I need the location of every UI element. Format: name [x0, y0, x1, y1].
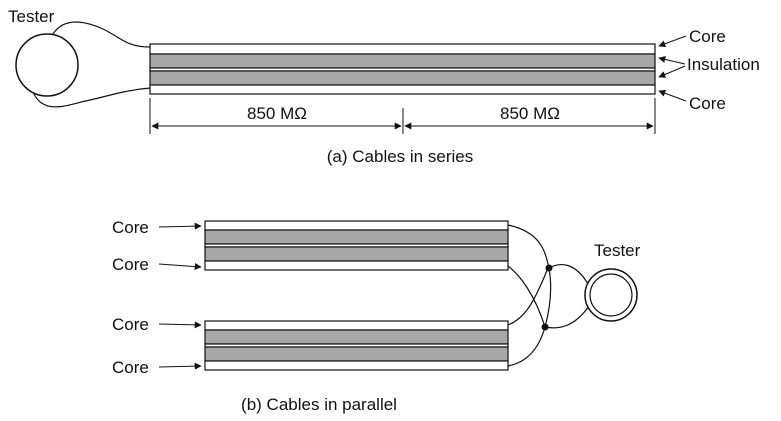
- parallel-core-label-3: Core: [112, 315, 149, 334]
- parallel-caption: (b) Cables in parallel: [241, 395, 397, 414]
- parallel-wire-to-tester-top: [548, 264, 589, 285]
- series-insulation-arrow-top: [658, 56, 686, 65]
- parallel-core-arrow-4: [158, 362, 202, 370]
- parallel-junction-top: [545, 264, 553, 272]
- parallel-core-arrow-2: [158, 263, 202, 271]
- parallel-upper-cable: [204, 220, 509, 271]
- series-insulation-arrow-bottom: [658, 65, 686, 78]
- series-cable: [149, 43, 656, 95]
- parallel-tester-inner-ring: [589, 273, 633, 317]
- series-upper-lead: [52, 21, 151, 48]
- parallel-core-arrow-3: [158, 321, 202, 329]
- parallel-wire-to-tester-bottom: [544, 305, 590, 329]
- series-core-bottom-label: Core: [689, 94, 726, 113]
- series-resistance-left: 850 MΩ: [247, 104, 307, 123]
- series-tester-icon: [15, 33, 79, 97]
- parallel-tester-label: Tester: [594, 241, 641, 260]
- parallel-core-label-2: Core: [112, 255, 149, 274]
- series-insulation-label: Insulation: [687, 55, 760, 74]
- parallel-core-label-4: Core: [112, 358, 149, 377]
- parallel-core-arrow-1: [158, 222, 202, 230]
- series-diagram: Tester Core Insulation Core 850 MΩ 850 M…: [8, 7, 760, 166]
- parallel-wire-upper-bottom: [507, 265, 546, 328]
- series-caption: (a) Cables in series: [327, 147, 473, 166]
- parallel-wire-upper-top: [507, 224, 552, 367]
- series-resistance-right: 850 MΩ: [500, 104, 560, 123]
- parallel-tester-icon: [584, 268, 638, 322]
- parallel-junction-bottom: [541, 323, 549, 331]
- series-core-bottom-arrow: [658, 89, 687, 102]
- parallel-diagram: Core Core Core Core Tester (b) Cables in…: [112, 218, 641, 414]
- parallel-wire-lower-top: [507, 267, 549, 326]
- parallel-lower-cable: [204, 320, 509, 371]
- series-core-top-arrow: [658, 35, 687, 48]
- series-tester-label: Tester: [8, 7, 55, 26]
- series-core-top-label: Core: [689, 27, 726, 46]
- series-lower-lead: [33, 87, 151, 108]
- parallel-core-label-1: Core: [112, 218, 149, 237]
